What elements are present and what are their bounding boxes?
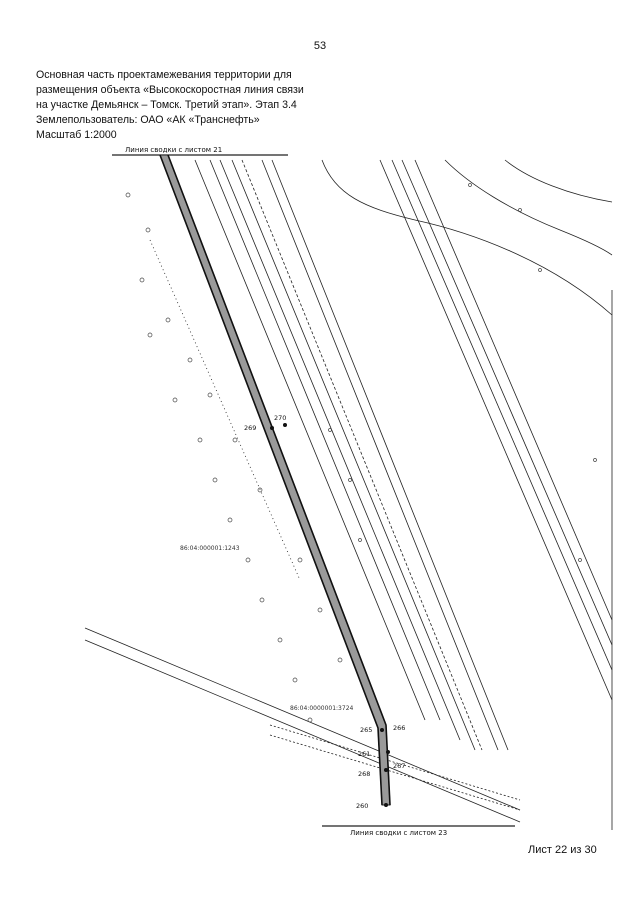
curved-road xyxy=(321,159,613,316)
scale-line: Масштаб 1:2000 xyxy=(36,129,117,141)
crossing-road xyxy=(84,639,521,823)
parcel-label: 86:04:000001:1243 xyxy=(180,545,240,552)
curved-road xyxy=(504,159,613,203)
point-label-269: 269 xyxy=(244,424,256,432)
crossing-road xyxy=(269,734,521,811)
road-line xyxy=(414,159,613,621)
road-line xyxy=(209,159,441,721)
road-line xyxy=(219,159,461,741)
corridor-edge xyxy=(167,154,391,806)
road-line xyxy=(271,159,509,751)
land-user-line: Землепользователь: ОАО «АК «Транснефть» xyxy=(36,114,260,126)
title-block: Основная часть проектамежевания территор… xyxy=(36,68,336,143)
page-number: 53 xyxy=(313,40,327,52)
sheet-label: Лист 22 из 30 xyxy=(528,844,597,856)
boundary-points xyxy=(270,423,390,807)
road-line xyxy=(231,159,476,751)
point-label-260: 260 xyxy=(356,802,368,810)
parcel-label: 86:04:0000001:3724 xyxy=(290,705,354,712)
map-svg: 269 270 265 266 261 267 268 260 86:04:00… xyxy=(84,146,613,837)
point-label-270: 270 xyxy=(274,414,286,422)
title-line: Основная часть проектамежевания территор… xyxy=(36,69,292,81)
curved-road xyxy=(444,159,613,256)
parcel-boundary xyxy=(149,239,301,581)
title-line: на участке Демьянск – Томск. Третий этап… xyxy=(36,99,297,111)
road-line xyxy=(261,159,499,751)
road-line xyxy=(241,159,483,751)
point-label-268: 268 xyxy=(358,770,370,778)
top-match-label: Линия сводки с листом 21 xyxy=(125,146,222,154)
road-line xyxy=(401,159,613,646)
tree-symbols xyxy=(125,183,597,723)
crossing-road xyxy=(84,627,521,811)
point-label-265: 265 xyxy=(360,726,372,734)
title-line: размещения объекта «Высокоскоростная лин… xyxy=(36,84,304,96)
point-label-261: 261 xyxy=(358,750,370,758)
road-line xyxy=(194,159,426,721)
crossing-road xyxy=(269,724,521,801)
road-line xyxy=(391,159,613,671)
map-drawing: 269 270 265 266 261 267 268 260 86:04:00… xyxy=(0,140,640,840)
road-line xyxy=(379,159,613,701)
point-label-266: 266 xyxy=(393,724,405,732)
corridor-edge xyxy=(159,154,383,806)
point-label-267: 267 xyxy=(393,762,405,770)
bottom-match-label: Линия сводки с листом 23 xyxy=(350,829,447,837)
